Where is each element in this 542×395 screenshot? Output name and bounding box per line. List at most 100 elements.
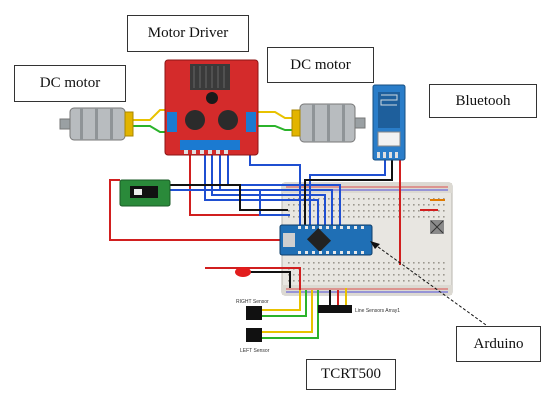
breadboard-hole [308, 216, 310, 218]
breadboard-hole [433, 204, 435, 206]
breadboard-hole [373, 274, 375, 276]
breadboard-hole [368, 204, 370, 206]
breadboard-hole [298, 216, 300, 218]
breadboard-hole [423, 280, 425, 282]
breadboard-hole [403, 204, 405, 206]
breadboard-hole [288, 216, 290, 218]
breadboard-hole [293, 280, 295, 282]
led [235, 267, 251, 277]
breadboard-hole [433, 198, 435, 200]
breadboard-hole [388, 204, 390, 206]
breadboard-hole [288, 204, 290, 206]
breadboard-hole [288, 280, 290, 282]
breadboard-hole [438, 210, 440, 212]
breadboard-hole [373, 268, 375, 270]
breadboard-hole [348, 274, 350, 276]
breadboard-hole [423, 198, 425, 200]
breadboard-hole [403, 210, 405, 212]
breadboard-hole [368, 210, 370, 212]
breadboard-hole [363, 216, 365, 218]
breadboard-hole [378, 262, 380, 264]
breadboard-hole [413, 198, 415, 200]
breadboard-hole [358, 216, 360, 218]
breadboard-hole [313, 274, 315, 276]
button-component [430, 220, 444, 234]
breadboard-hole [328, 198, 330, 200]
breadboard-hole [408, 198, 410, 200]
breadboard-hole [308, 204, 310, 206]
breadboard-hole [368, 268, 370, 270]
dc-motor-right-label: DC motor [267, 47, 374, 83]
breadboard-hole [413, 210, 415, 212]
breadboard-hole [373, 280, 375, 282]
breadboard-hole [413, 268, 415, 270]
breadboard-hole [318, 198, 320, 200]
breadboard-hole [398, 198, 400, 200]
breadboard-hole [378, 204, 380, 206]
breadboard-hole [393, 274, 395, 276]
breadboard-hole [303, 210, 305, 212]
breadboard-hole [388, 262, 390, 264]
breadboard-hole [443, 210, 445, 212]
breadboard-hole [303, 262, 305, 264]
breadboard-hole [423, 262, 425, 264]
breadboard-hole [328, 204, 330, 206]
breadboard-hole [338, 280, 340, 282]
breadboard-hole [338, 204, 340, 206]
breadboard-hole [308, 210, 310, 212]
wire-motor-right-a [258, 111, 292, 119]
breadboard-hole [378, 210, 380, 212]
breadboard-hole [398, 204, 400, 206]
breadboard-hole [398, 274, 400, 276]
breadboard-hole [293, 274, 295, 276]
breadboard-hole [418, 210, 420, 212]
wire-sensor-green [262, 290, 307, 317]
breadboard-hole [298, 198, 300, 200]
breadboard-hole [333, 262, 335, 264]
breadboard-hole [348, 280, 350, 282]
breadboard-hole [313, 262, 315, 264]
breadboard-hole [318, 262, 320, 264]
breadboard-hole [363, 210, 365, 212]
breadboard-hole [418, 216, 420, 218]
wire-sensor-yellow [262, 290, 301, 311]
breadboard-hole [403, 262, 405, 264]
breadboard-hole [423, 204, 425, 206]
breadboard-hole [418, 262, 420, 264]
breadboard-hole [343, 210, 345, 212]
arduino-pointer-arrow [370, 241, 487, 326]
breadboard-hole [443, 262, 445, 264]
breadboard-hole [443, 204, 445, 206]
breadboard-hole [318, 280, 320, 282]
breadboard-hole [308, 274, 310, 276]
breadboard-hole [373, 198, 375, 200]
breadboard-hole [433, 280, 435, 282]
wire-blue-5 [249, 150, 301, 225]
breadboard-hole [398, 262, 400, 264]
arduino-label: Arduino [456, 326, 541, 362]
breadboard-hole [288, 274, 290, 276]
breadboard-hole [403, 216, 405, 218]
breadboard-hole [408, 280, 410, 282]
breadboard-hole [333, 216, 335, 218]
breadboard-hole [333, 280, 335, 282]
breadboard-hole [358, 268, 360, 270]
breadboard-hole [348, 268, 350, 270]
breadboard-hole [428, 262, 430, 264]
bluetooth-module [372, 84, 406, 161]
breadboard-hole [333, 268, 335, 270]
breadboard-hole [418, 274, 420, 276]
breadboard-hole [313, 204, 315, 206]
breadboard-hole [353, 274, 355, 276]
breadboard-hole [358, 210, 360, 212]
breadboard-hole [383, 268, 385, 270]
wire-blue-7 [170, 189, 290, 216]
breadboard-hole [323, 280, 325, 282]
breadboard-hole [343, 280, 345, 282]
breadboard-hole [293, 204, 295, 206]
wire-red-sensor [205, 267, 301, 300]
breadboard-hole [293, 210, 295, 212]
breadboard-hole [363, 274, 365, 276]
breadboard-hole [348, 204, 350, 206]
breadboard-hole [308, 198, 310, 200]
